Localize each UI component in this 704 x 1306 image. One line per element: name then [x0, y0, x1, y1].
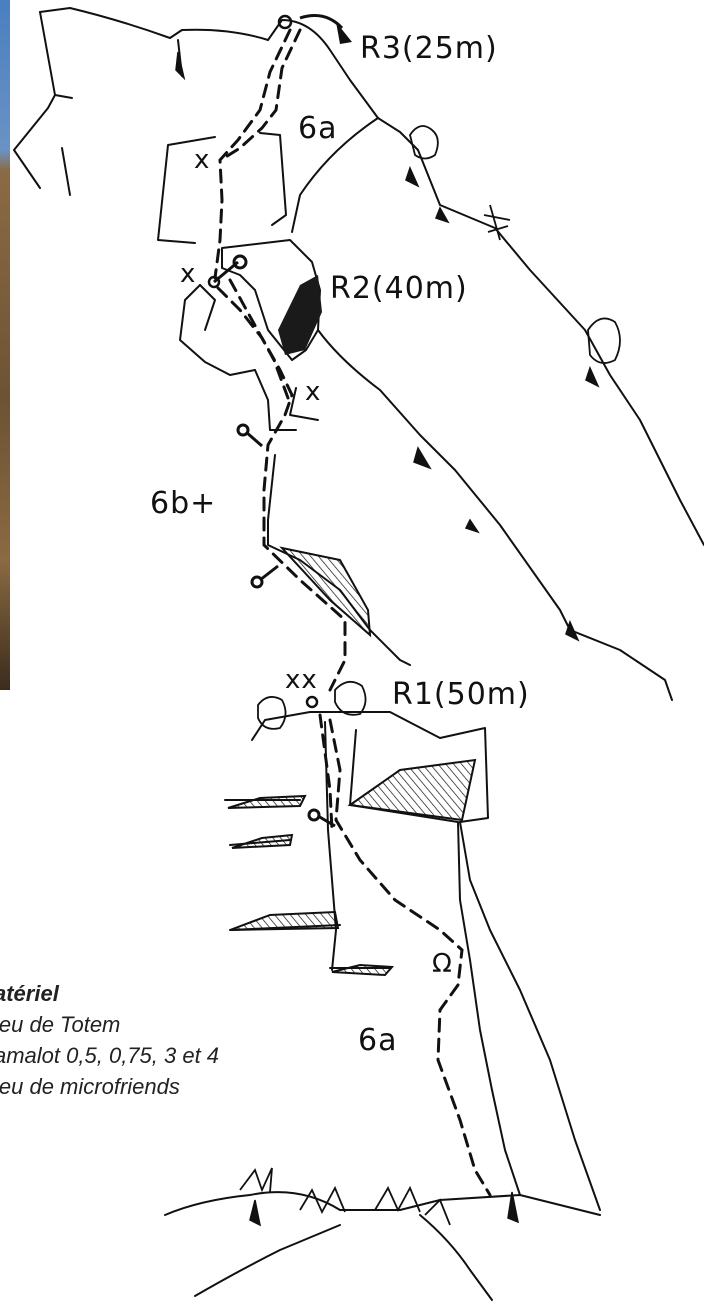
xx-mark: xx: [285, 665, 318, 695]
x-mark: x: [194, 145, 210, 175]
bolt-icon: [238, 425, 248, 435]
crack-mark: [436, 208, 448, 222]
bolt-icon: [246, 432, 262, 446]
rock-outline: [180, 285, 255, 375]
tree-icon: [484, 205, 510, 240]
crack-mark: [586, 368, 598, 386]
bolt-icon: [260, 566, 278, 580]
x-mark: x: [305, 377, 321, 407]
x-mark: x: [180, 259, 196, 289]
rock-outline: [14, 12, 55, 188]
crack-mark: [414, 448, 430, 468]
rock-outline: [420, 1215, 492, 1300]
dark-scar: [278, 275, 322, 355]
crack-mark: [250, 1200, 260, 1225]
materiel-list: atériel jeu de Totem amalot 0,5, 0,75, 3…: [0, 978, 334, 1102]
hatched-slab: [230, 912, 338, 930]
relay-r1-label: R1(50m): [392, 677, 530, 712]
arrow-icon: [336, 22, 352, 44]
materiel-item: amalot 0,5, 0,75, 3 et 4: [0, 1040, 334, 1071]
rock-outline: [378, 118, 704, 545]
materiel-item: jeu de microfriends: [0, 1071, 334, 1102]
belay-ring: [307, 697, 317, 707]
rock-outline: [460, 822, 600, 1210]
hatched-slab: [282, 548, 370, 635]
grass-icon: [240, 1168, 272, 1192]
grade-label-bottom: 6a: [358, 1023, 397, 1058]
grade-label-middle: 6b+: [150, 486, 216, 521]
materiel-item: jeu de Totem: [0, 1009, 334, 1040]
hatched-slab: [232, 835, 292, 848]
bush-icon: [588, 318, 620, 363]
crack-mark: [406, 168, 418, 186]
rock-outline: [40, 8, 378, 118]
bolt-icon: [252, 577, 262, 587]
rock-outline: [255, 370, 296, 430]
bolt-icon: [309, 810, 319, 820]
crack-mark: [466, 520, 478, 532]
rock-outline: [260, 133, 286, 225]
hatched-slab: [332, 965, 392, 975]
omega-mark: Ω: [432, 949, 453, 979]
grade-label-top: 6a: [298, 111, 337, 146]
route-line: [224, 30, 300, 158]
relay-r2-label: R2(40m): [330, 271, 468, 306]
rock-outline: [195, 1225, 340, 1296]
rock-outline: [318, 330, 672, 700]
bush-icon: [335, 682, 366, 715]
bush-icon: [258, 697, 286, 729]
rock-outline: [62, 148, 70, 195]
materiel-title: atériel: [0, 978, 334, 1009]
hatched-slab: [350, 760, 475, 820]
rock-outline: [200, 285, 215, 330]
rock-outline: [55, 95, 72, 98]
bush-icon: [410, 126, 438, 159]
hatched-slab: [228, 796, 305, 808]
grass-icon: [375, 1188, 420, 1212]
relay-r3-label: R3(25m): [360, 31, 498, 66]
